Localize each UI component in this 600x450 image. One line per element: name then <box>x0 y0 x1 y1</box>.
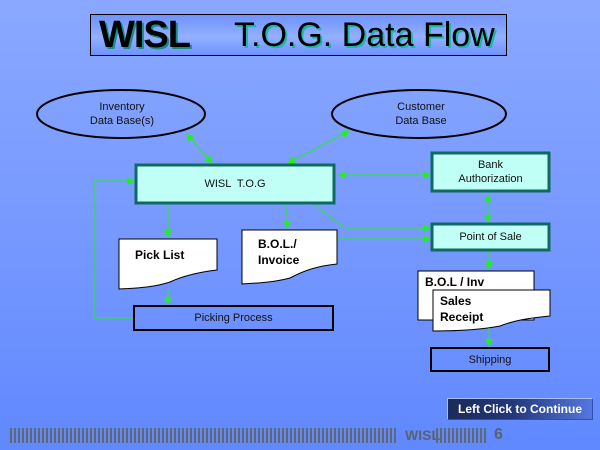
sales-receipt-line2: Receipt <box>440 310 484 324</box>
point-of-sale-node <box>430 222 551 252</box>
sales-receipt-label: Sales Receipt <box>440 293 483 325</box>
sales-receipt-doc <box>432 289 551 332</box>
inventory-db-line2: Data Base(s) <box>89 115 155 127</box>
continue-button[interactable]: Left Click to Continue <box>447 398 593 420</box>
inventory-db-label: Inventory Data Base(s) <box>70 100 174 128</box>
picking-process-label: Picking Process <box>194 312 273 324</box>
edge-inventory-tog <box>186 133 213 164</box>
page-title: T.O.G. Data Flow <box>234 16 495 54</box>
page-number: 6 <box>494 426 503 443</box>
edge-tog-pos <box>314 204 431 232</box>
picking-process-node <box>133 305 334 331</box>
footer-barcode-decoration-2 <box>436 428 486 443</box>
wisl-tog-label: WISL T.O.G <box>204 178 266 190</box>
footer-barcode-decoration <box>10 428 396 443</box>
customer-db-line2: Data Base <box>395 115 447 127</box>
shipping-label: Shipping <box>468 354 512 366</box>
bol-invoice-label: B.O.L./ Invoice <box>258 236 299 268</box>
bol-invoice-doc <box>241 229 338 285</box>
bank-auth-line2: Authorization <box>458 173 523 185</box>
bol-inv-label: B.O.L / Inv <box>425 275 485 289</box>
bol-invoice-line1: B.O.L./ <box>258 237 297 251</box>
inventory-db-line1: Inventory <box>99 101 145 113</box>
edge-picking-tog <box>93 177 135 319</box>
customer-db-label: Customer Data Base <box>369 100 473 128</box>
title-banner: WISL T.O.G. Data Flow <box>90 14 507 56</box>
pick-list-doc <box>118 238 218 290</box>
title-brand: WISL <box>99 14 191 56</box>
sales-receipt-line1: Sales <box>440 294 472 308</box>
shipping-node <box>430 347 550 372</box>
bol-invoice-line2: Invoice <box>258 253 300 267</box>
customer-db-line1: Customer <box>397 101 445 113</box>
customer-db-node <box>331 89 507 139</box>
inventory-db-node <box>36 89 206 139</box>
point-of-sale-label: Point of Sale <box>459 231 522 243</box>
pick-list-label: Pick List <box>135 248 185 262</box>
bank-auth-line1: Bank <box>477 159 504 171</box>
footer-brand: WISL <box>405 427 440 443</box>
wisl-tog-node <box>134 163 336 205</box>
bank-auth-label: Bank Authorization <box>432 158 549 186</box>
bank-auth-node <box>430 151 551 193</box>
edge-customer-tog <box>287 130 350 164</box>
